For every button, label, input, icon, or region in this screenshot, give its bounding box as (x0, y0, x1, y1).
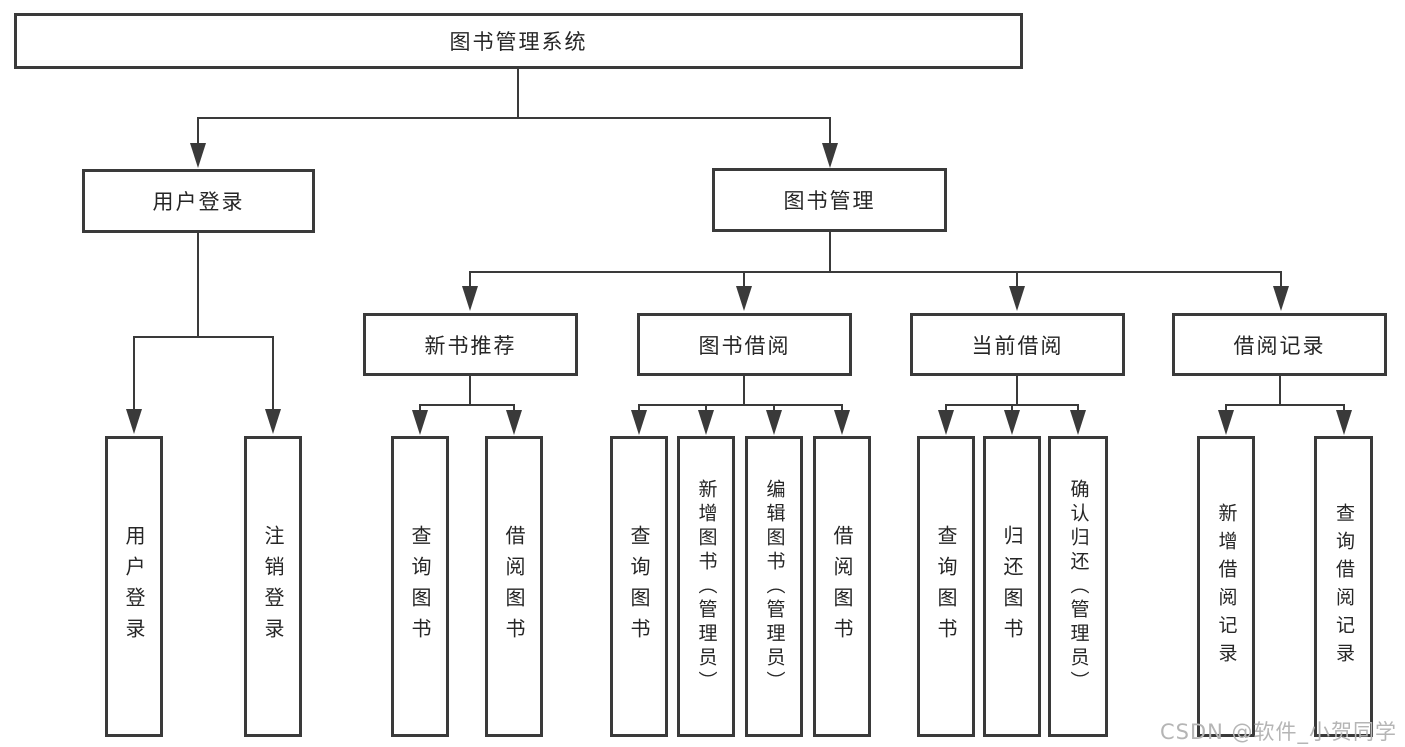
leaf-label: 新增借阅记录 (1215, 502, 1238, 671)
node-label: 用户登录 (152, 190, 245, 214)
arrowhead-down-icon (631, 410, 647, 435)
node-book-borrowing: 图书借阅 (637, 313, 852, 376)
node-label: 图书管理系统 (449, 30, 588, 54)
edge-login-trunk (197, 233, 199, 338)
leaf-label: 查询图书 (627, 524, 651, 649)
leaf-borrow-books-borrowing: 借阅图书 (813, 436, 871, 737)
node-label: 图书借阅 (698, 333, 791, 358)
leaf-add-books-admin: 新增图书（管理员） (677, 436, 735, 737)
node-label: 当前借阅 (971, 333, 1064, 358)
leaf-label: 查询图书 (408, 524, 432, 649)
arrowhead-down-icon (938, 410, 954, 435)
edge-login-stem (133, 337, 135, 411)
edge-login-bus (133, 336, 274, 338)
leaf-query-borrow-record: 查询借阅记录 (1314, 436, 1373, 737)
arrowhead-down-icon (736, 286, 752, 311)
leaf-label: 借阅图书 (502, 524, 526, 649)
edge-mgmt-trunk (829, 232, 831, 273)
csdn-watermark: CSDN @软件_小贺同学 (1160, 720, 1398, 744)
edge-records-bus (1225, 404, 1345, 406)
edge-newbook-trunk (469, 376, 471, 406)
edge-mgmt-stem (1016, 272, 1018, 288)
node-label: 借阅记录 (1233, 333, 1326, 358)
leaf-label: 归还图书 (1000, 524, 1024, 649)
edge-logout-stem (272, 337, 274, 411)
edge-borrowing-trunk (743, 376, 745, 406)
arrowhead-down-icon (190, 143, 206, 168)
edge-current-stem (1077, 405, 1079, 413)
arrowhead-down-icon (1273, 286, 1289, 311)
edge-borrowing-stem (638, 405, 640, 413)
edge-current-trunk (1016, 376, 1018, 406)
edge-newbook-bus (419, 404, 515, 406)
leaf-label: 查询图书 (934, 524, 958, 649)
edge-root-bus (197, 117, 831, 119)
leaf-add-borrow-record: 新增借阅记录 (1197, 436, 1255, 737)
arrowhead-down-icon (1218, 410, 1234, 435)
leaf-label: 借阅图书 (830, 524, 854, 649)
arrowhead-down-icon (1004, 410, 1020, 435)
node-label: 图书管理 (783, 189, 876, 213)
leaf-query-books-borrowing: 查询图书 (610, 436, 668, 737)
edge-root-trunk (517, 68, 519, 118)
leaf-label: 注销登录 (261, 524, 285, 649)
arrowhead-down-icon (412, 410, 428, 435)
edge-records-trunk (1279, 376, 1281, 406)
leaf-label: 用户登录 (122, 524, 146, 649)
leaf-confirm-return-admin: 确认归还（管理员） (1048, 436, 1108, 737)
node-library-system: 图书管理系统 (14, 13, 1023, 69)
node-borrow-records: 借阅记录 (1172, 313, 1387, 376)
arrowhead-down-icon (834, 410, 850, 435)
node-current-borrowing: 当前借阅 (910, 313, 1125, 376)
edge-current-stem (945, 405, 947, 413)
edge-records-stem (1225, 405, 1227, 413)
arrowhead-down-icon (698, 410, 714, 435)
leaf-label: 确认归还（管理员） (1067, 478, 1090, 695)
edge-mgmt-stem (1280, 272, 1282, 288)
leaf-query-books-recommend: 查询图书 (391, 436, 449, 737)
arrowhead-down-icon (1070, 410, 1086, 435)
leaf-edit-books-admin: 编辑图书（管理员） (745, 436, 803, 737)
edge-newbook-stem (419, 405, 421, 413)
edge-root-to-mgmt-stem (829, 118, 831, 148)
edge-newbook-stem (513, 405, 515, 413)
edge-borrowing-stem (773, 405, 775, 413)
leaf-return-books: 归还图书 (983, 436, 1041, 737)
edge-mgmt-stem (743, 272, 745, 288)
leaf-label: 新增图书（管理员） (695, 478, 718, 695)
leaf-label: 查询借阅记录 (1333, 502, 1355, 671)
arrowhead-down-icon (462, 286, 478, 311)
edge-records-stem (1343, 405, 1345, 413)
arrowhead-down-icon (265, 409, 281, 434)
edge-mgmt-stem (469, 272, 471, 288)
arrowhead-down-icon (126, 409, 142, 434)
node-new-book-recommend: 新书推荐 (363, 313, 578, 376)
edge-borrowing-stem (841, 405, 843, 413)
arrowhead-down-icon (766, 410, 782, 435)
edge-mgmt-bus (469, 271, 1282, 273)
arrowhead-down-icon (822, 143, 838, 168)
node-label: 新书推荐 (424, 333, 517, 358)
node-book-management: 图书管理 (712, 168, 947, 232)
leaf-user-login: 用户登录 (105, 436, 163, 737)
leaf-borrow-books-recommend: 借阅图书 (485, 436, 543, 737)
leaf-label: 编辑图书（管理员） (763, 478, 786, 695)
edge-borrowing-bus (638, 404, 843, 406)
edge-current-stem (1011, 405, 1013, 413)
leaf-logout: 注销登录 (244, 436, 302, 737)
arrowhead-down-icon (1336, 410, 1352, 435)
node-user-login: 用户登录 (82, 169, 315, 233)
arrowhead-down-icon (1009, 286, 1025, 311)
arrowhead-down-icon (506, 410, 522, 435)
edge-borrowing-stem (705, 405, 707, 413)
edge-root-to-login-stem (197, 118, 199, 148)
leaf-query-books-current: 查询图书 (917, 436, 975, 737)
